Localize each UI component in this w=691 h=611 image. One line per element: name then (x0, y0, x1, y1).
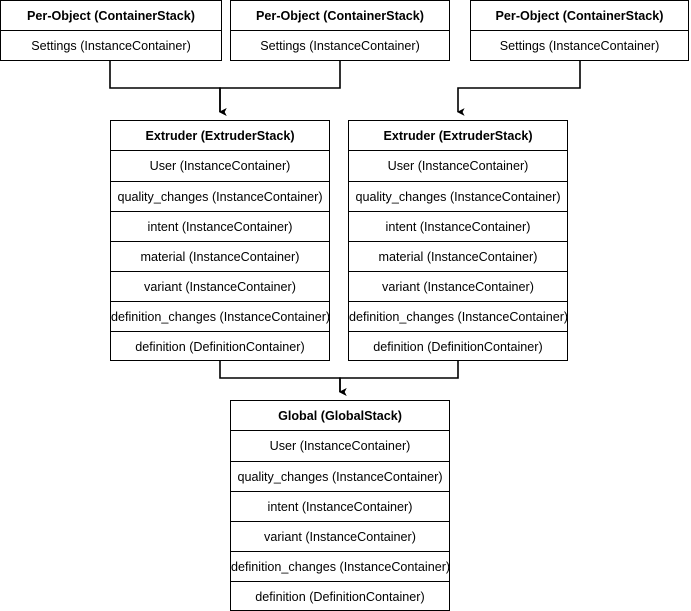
node-row: variant (InstanceContainer) (349, 271, 567, 301)
node-row: Settings (InstanceContainer) (260, 39, 420, 53)
node-row: definition_changes (InstanceContainer) (111, 301, 329, 331)
node-extruder-left: Extruder (ExtruderStack) User (InstanceCo… (110, 120, 330, 361)
node-per-object-2: Per-Object (ContainerStack) Settings (Ins… (230, 0, 450, 61)
node-header-per-object-3: Per-Object (ContainerStack) (471, 1, 688, 31)
edge-per-object-3-to-extruder-right (456, 61, 581, 116)
node-row: definition (DefinitionContainer) (111, 331, 329, 361)
node-global: Global (GlobalStack) User (InstanceContai… (230, 400, 450, 611)
node-header-per-object-1: Per-Object (ContainerStack) (1, 1, 221, 31)
node-row: quality_changes (InstanceContainer) (111, 181, 329, 211)
node-row: User (InstanceContainer) (387, 159, 529, 173)
node-row: material (InstanceContainer) (111, 241, 329, 271)
node-row: intent (InstanceContainer) (111, 211, 329, 241)
node-row: User (InstanceContainer) (269, 439, 411, 453)
node-row: material (InstanceContainer) (349, 241, 567, 271)
node-header-extruder-left: Extruder (ExtruderStack) (111, 121, 329, 151)
node-header-per-object-2: Per-Object (ContainerStack) (231, 1, 449, 31)
node-row: definition (DefinitionContainer) (231, 581, 449, 611)
node-row: definition_changes (InstanceContainer) (231, 551, 449, 581)
node-row: intent (InstanceContainer) (231, 491, 449, 521)
edge-per-object-2-to-extruder-left (218, 61, 341, 116)
node-row: Settings (InstanceContainer) (499, 39, 660, 53)
edge-per-object-1-to-extruder-left (109, 61, 227, 116)
node-per-object-1: Per-Object (ContainerStack) Settings (Ins… (0, 0, 222, 61)
node-per-object-3: Per-Object (ContainerStack) Settings (Ins… (470, 0, 689, 61)
node-row: definition (DefinitionContainer) (349, 331, 567, 361)
node-row: User (InstanceContainer) (149, 159, 291, 173)
node-header-global: Global (GlobalStack) (231, 401, 449, 431)
node-header-extruder-right: Extruder (ExtruderStack) (349, 121, 567, 151)
node-row: Settings (InstanceContainer) (31, 39, 191, 53)
edge-extruder-right-to-global (338, 361, 459, 396)
node-row: variant (InstanceContainer) (231, 521, 449, 551)
node-row: definition_changes (InstanceContainer) (349, 301, 567, 331)
node-row: variant (InstanceContainer) (111, 271, 329, 301)
edge-extruder-left-to-global (219, 361, 347, 396)
node-row: quality_changes (InstanceContainer) (231, 461, 449, 491)
node-row: intent (InstanceContainer) (349, 211, 567, 241)
node-row: quality_changes (InstanceContainer) (349, 181, 567, 211)
node-extruder-right: Extruder (ExtruderStack) User (InstanceCo… (348, 120, 568, 361)
